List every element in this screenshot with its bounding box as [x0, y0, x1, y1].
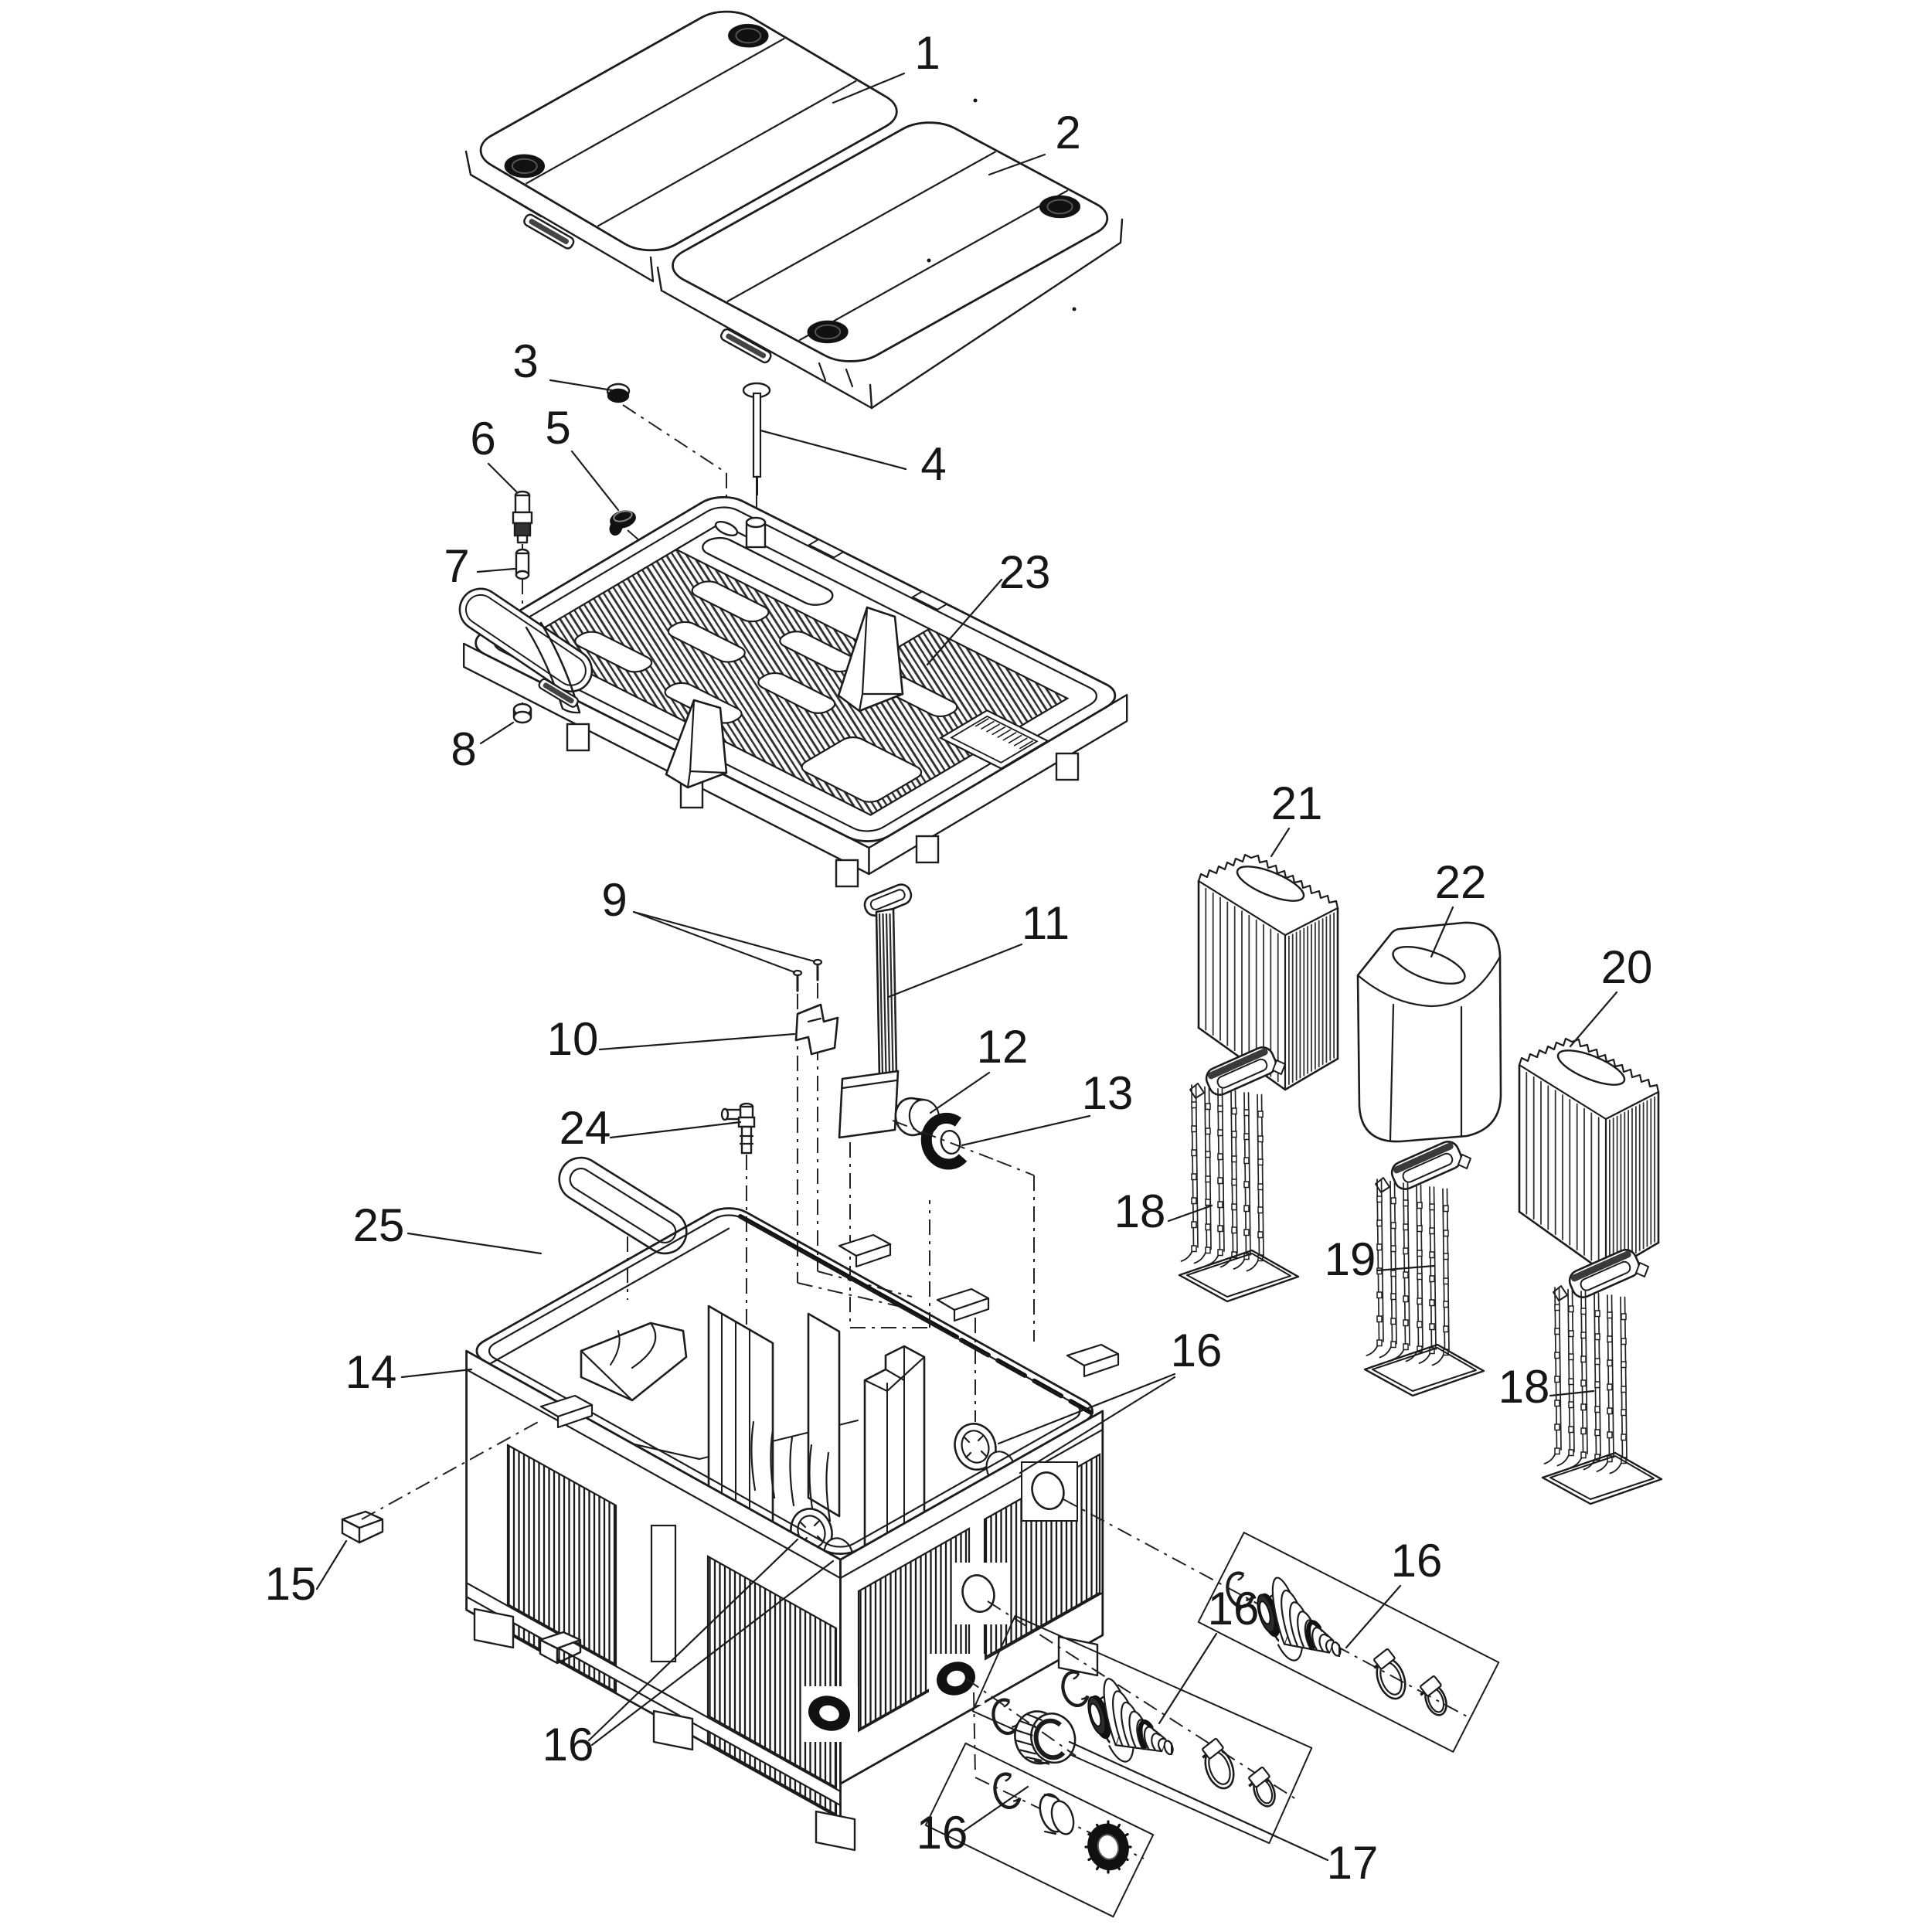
svg-text:16: 16	[1171, 1325, 1223, 1376]
svg-text:1: 1	[914, 27, 940, 79]
svg-text:22: 22	[1435, 856, 1487, 908]
svg-text:25: 25	[353, 1199, 405, 1251]
svg-text:12: 12	[977, 1021, 1029, 1073]
svg-text:18: 18	[1114, 1185, 1166, 1237]
svg-text:20: 20	[1601, 941, 1653, 993]
svg-text:4: 4	[920, 438, 946, 490]
svg-text:16: 16	[917, 1807, 968, 1859]
svg-text:16: 16	[1208, 1583, 1260, 1634]
svg-text:13: 13	[1082, 1067, 1134, 1119]
svg-text:9: 9	[601, 874, 627, 926]
svg-text:8: 8	[451, 723, 476, 775]
svg-text:24: 24	[560, 1102, 611, 1154]
svg-text:21: 21	[1271, 777, 1323, 829]
svg-text:3: 3	[512, 335, 538, 387]
svg-text:6: 6	[470, 413, 495, 464]
svg-text:7: 7	[444, 540, 469, 592]
svg-text:16: 16	[543, 1719, 594, 1770]
svg-text:14: 14	[345, 1346, 397, 1398]
svg-text:15: 15	[265, 1558, 317, 1610]
svg-text:10: 10	[547, 1013, 599, 1065]
svg-text:16: 16	[1391, 1535, 1443, 1587]
svg-text:19: 19	[1325, 1233, 1376, 1285]
svg-text:5: 5	[545, 402, 570, 454]
svg-text:11: 11	[1022, 897, 1070, 949]
svg-text:23: 23	[999, 546, 1051, 598]
svg-text:18: 18	[1498, 1361, 1550, 1413]
svg-text:17: 17	[1327, 1837, 1379, 1889]
svg-text:2: 2	[1055, 107, 1080, 158]
